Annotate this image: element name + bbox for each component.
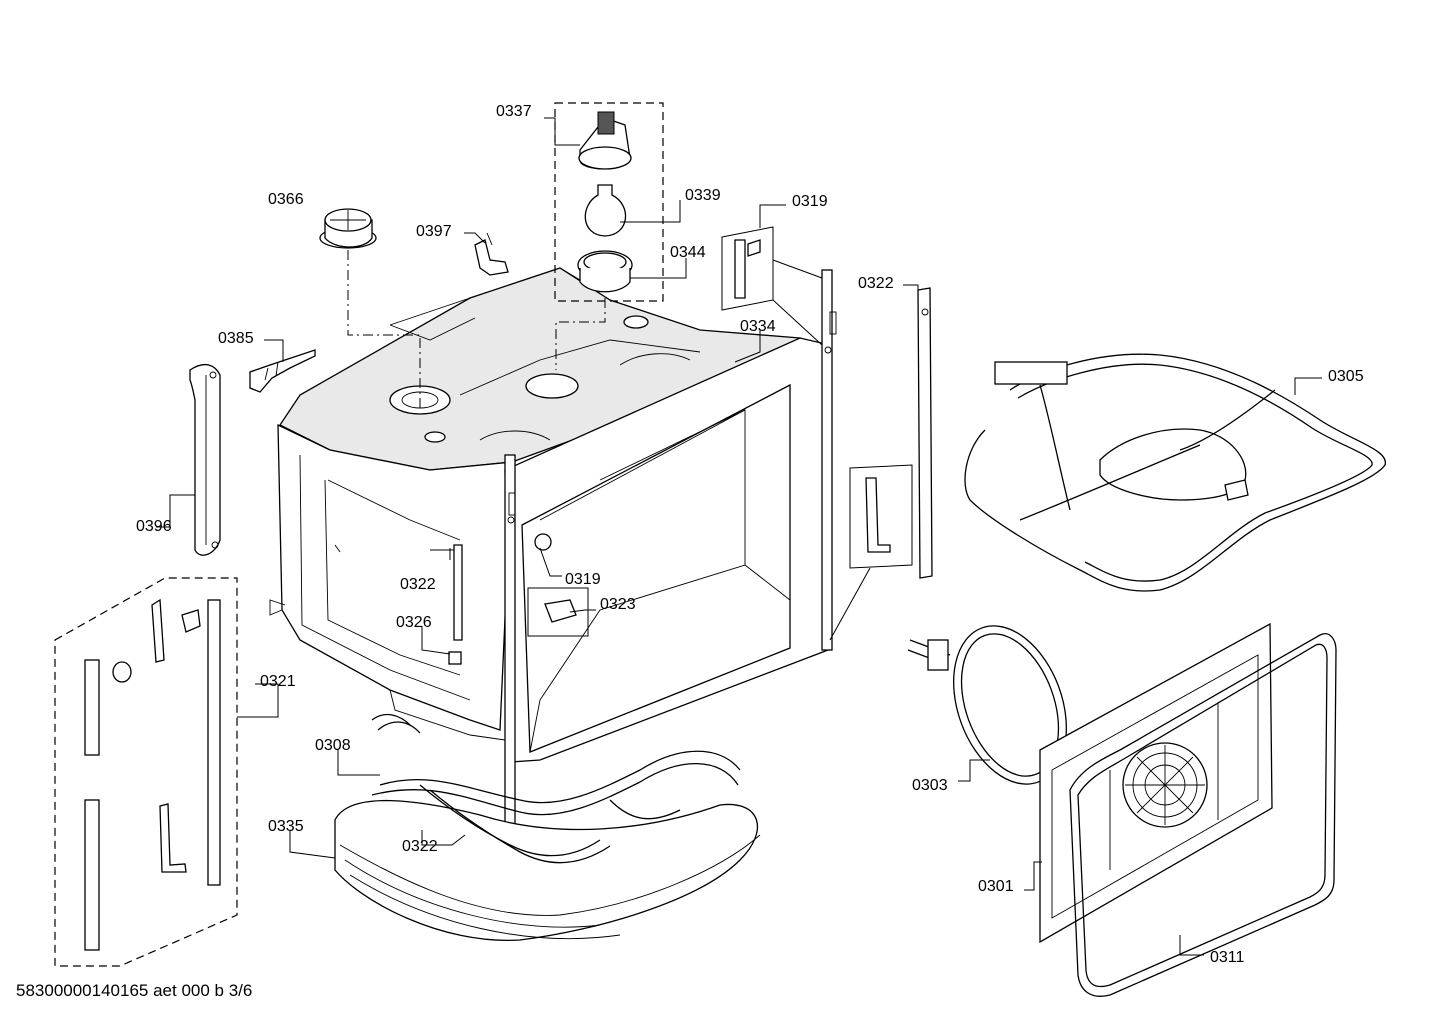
ring-heating-element: [907, 625, 1067, 785]
label-0339: 0339: [685, 187, 721, 204]
sensor-bracket: [249, 349, 316, 393]
label-0326: 0326: [396, 614, 432, 631]
label-0305: 0305: [1328, 368, 1364, 385]
side-rail-strip: [917, 287, 933, 579]
label-0301: 0301: [978, 878, 1014, 895]
label-0344: 0344: [670, 244, 706, 261]
leader-lines: [156, 117, 1322, 956]
bottom-heating-element: [371, 713, 741, 864]
label-0322-bot: 0322: [402, 838, 438, 855]
door-handle: [189, 363, 221, 556]
label-0334: 0334: [740, 318, 776, 335]
label-0385: 0385: [218, 330, 254, 347]
label-0396: 0396: [136, 518, 172, 535]
label-0366: 0366: [268, 191, 304, 208]
label-0321: 0321: [260, 673, 296, 690]
bottom-insulation: [334, 799, 761, 942]
label-0322-mid: 0322: [400, 576, 436, 593]
lamp-assembly: [554, 102, 664, 370]
label-0319-top: 0319: [792, 193, 828, 210]
label-0308: 0308: [315, 737, 351, 754]
lamp-socket-cap: [319, 208, 421, 410]
label-0323: 0323: [600, 596, 636, 613]
door-gasket: [1069, 633, 1337, 997]
clip-0397: [474, 232, 509, 276]
part-labels: 0337 0339 0344 0366 0397 0319 0322 0334 …: [136, 103, 1364, 966]
oven-cavity: [269, 267, 837, 836]
label-0303: 0303: [912, 777, 948, 794]
hinge-bracket-top: [721, 226, 823, 346]
drawing-reference-number: 58300000140165 aet 000 b 3/6: [16, 981, 253, 1000]
label-0319-mid: 0319: [565, 571, 601, 588]
plug-0323: [527, 533, 589, 637]
label-0337: 0337: [496, 103, 532, 120]
hinge-kit: [54, 577, 238, 967]
grill-element: [964, 353, 1386, 592]
label-0311: 0311: [1210, 949, 1245, 966]
rear-panel: [1039, 622, 1273, 944]
label-0335: 0335: [268, 818, 304, 835]
hinge-bracket-side: [829, 464, 913, 641]
label-0322-top: 0322: [858, 275, 894, 292]
label-0397: 0397: [416, 223, 452, 240]
